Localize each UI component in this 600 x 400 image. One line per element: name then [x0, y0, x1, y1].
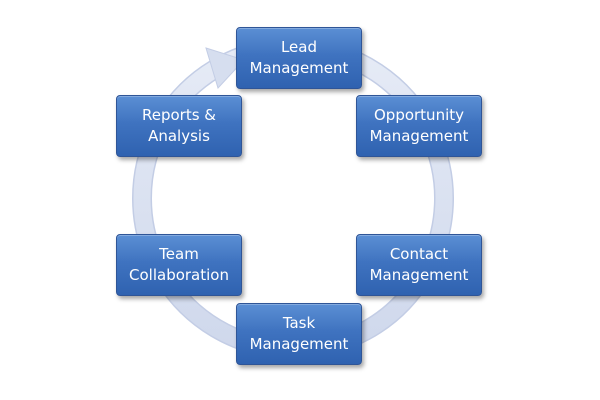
- node-task-management: Task Management: [236, 303, 362, 365]
- cycle-arrowhead-icon: [205, 47, 245, 89]
- node-reports-analysis: Reports & Analysis: [116, 95, 242, 157]
- node-opportunity-management: Opportunity Management: [356, 95, 482, 157]
- node-team-collaboration: Team Collaboration: [116, 234, 242, 296]
- cycle-ring-inner: [133, 38, 453, 358]
- node-contact-management: Contact Management: [356, 234, 482, 296]
- node-lead-management: Lead Management: [236, 27, 362, 89]
